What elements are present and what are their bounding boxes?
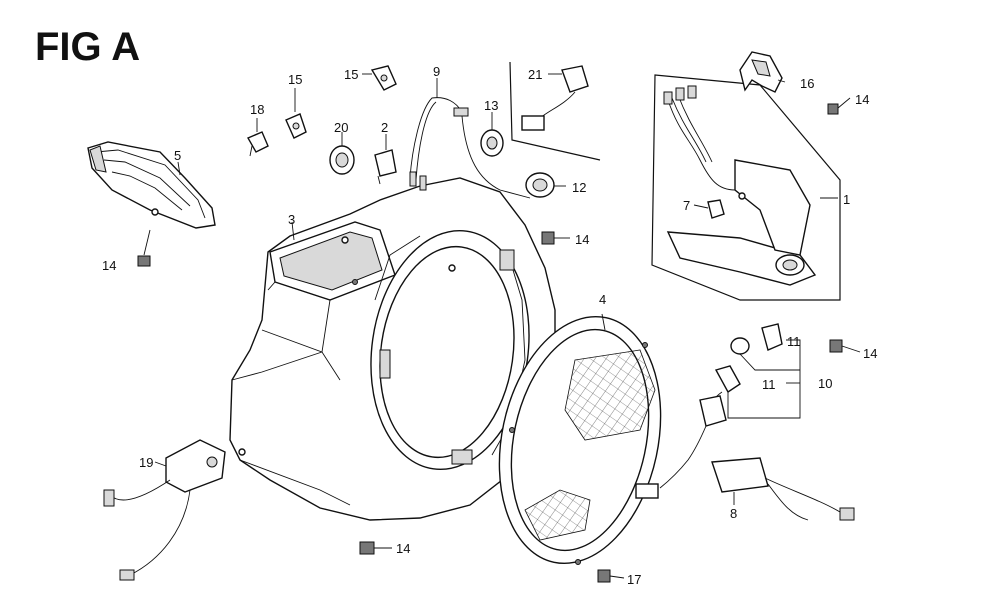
- callout-19: 19: [139, 455, 153, 470]
- callout-14-left: 14: [102, 258, 116, 273]
- part-4-screen-grille: [498, 315, 662, 565]
- callout-20: 20: [334, 120, 348, 135]
- part-18-clip: [247, 131, 269, 157]
- bolt-14-right: [829, 339, 861, 353]
- callout-8: 8: [730, 506, 737, 521]
- bolt-14-top-right: [827, 97, 851, 115]
- bolt-14-fan-cover: [541, 231, 570, 245]
- callout-14-fan-cover: 14: [575, 232, 589, 247]
- callout-14-right: 14: [863, 346, 877, 361]
- part-9-wire-harness: [409, 97, 531, 199]
- callout-labels: 1 2 3 4 5 7 8 9 10 11 11 12 13 14 14 14 …: [102, 64, 877, 587]
- part-20-grommet: [329, 145, 355, 175]
- callout-3: 3: [288, 212, 295, 227]
- part-5-shield: [87, 141, 216, 229]
- part-8-control-module: [711, 457, 855, 521]
- bolt-14-left: [137, 229, 151, 267]
- part-16-clamp: [739, 51, 783, 93]
- part-15-clip-top: [370, 65, 397, 91]
- part-3-fan-cover: [229, 177, 556, 521]
- figure-title: FIG A: [35, 25, 140, 69]
- callout-11-bottom: 11: [762, 377, 776, 392]
- callout-14-bottom: 14: [396, 541, 410, 556]
- callout-11-top: 11: [787, 334, 801, 349]
- part-19-switch-module: [103, 439, 226, 581]
- callout-15-top: 15: [344, 67, 358, 82]
- callout-4: 4: [599, 292, 606, 307]
- callout-9: 9: [433, 64, 440, 79]
- callout-16: 16: [800, 76, 814, 91]
- part-15-clip-left: [285, 113, 307, 139]
- callout-15-left: 15: [288, 72, 302, 87]
- callout-1: 1: [843, 192, 850, 207]
- leader-lines: [154, 73, 838, 505]
- bolt-17: [597, 569, 625, 583]
- callout-5: 5: [174, 148, 181, 163]
- part-13-grommet: [480, 129, 504, 157]
- part-11-cap: [730, 323, 783, 355]
- callout-12: 12: [572, 180, 586, 195]
- callout-21: 21: [528, 67, 542, 82]
- callout-14-top-right: 14: [855, 92, 869, 107]
- part-10-connector-harness: [635, 365, 741, 499]
- callout-7: 7: [683, 198, 690, 213]
- part-2-clip: [374, 149, 397, 185]
- part-21-switch: [509, 61, 601, 161]
- part-12-sensor: [525, 172, 555, 198]
- bolt-14-bottom: [359, 541, 392, 555]
- callout-17: 17: [627, 572, 641, 587]
- callout-2: 2: [381, 120, 388, 135]
- callout-13: 13: [484, 98, 498, 113]
- callout-10: 10: [818, 376, 832, 391]
- part-7-clip: [707, 199, 725, 219]
- part-1-bracket-group: [651, 74, 841, 301]
- callout-18: 18: [250, 102, 264, 117]
